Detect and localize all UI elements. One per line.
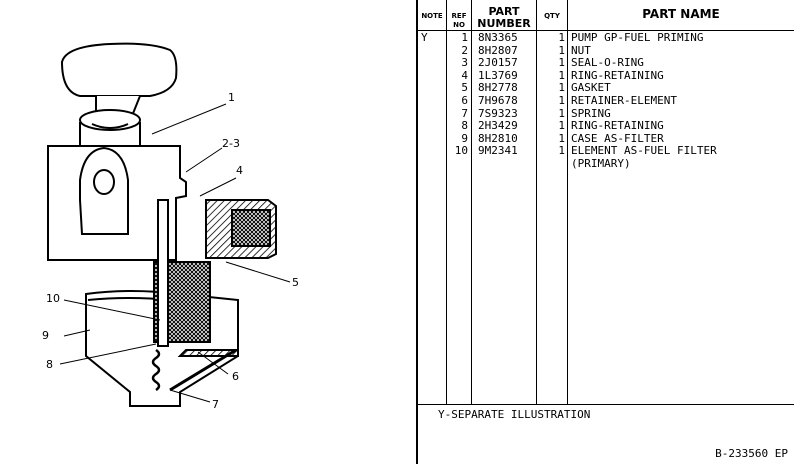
header-part-label: PART [488,5,520,18]
header-part-name-label: PART NAME [642,7,720,21]
callout-4: 4 [236,164,243,177]
part-number-cell: 8H2807 [478,43,518,57]
column-rule [536,0,537,405]
ref-no-cell: 6 [461,94,468,107]
ref-no-cell: 7 [461,106,468,120]
fuel-filter-drawing: 1 2-3 4 5 6 7 8 9 10 [42,42,299,411]
part-name-cell: GASKET [571,81,611,95]
qty-cell: 1 [558,131,565,145]
ref-no-cell: 9 [461,131,468,145]
header-rule [418,30,794,31]
callout-10: 10 [46,292,60,305]
table-row: 7 7S9323 1 SPRING [418,107,794,120]
part-name-cell: PUMP GP-FUEL PRIMING [571,31,704,44]
part-name-cell: (PRIMARY) [571,157,631,170]
table-row: 3 2J0157 1 SEAL-O-RING [418,56,794,69]
callout-5: 5 [292,276,299,289]
part-name-cell: SEAL-O-RING [571,56,644,70]
callout-7: 7 [212,398,219,411]
part-number-cell: 2H3429 [478,119,518,133]
ref-no-cell: 2 [461,43,468,57]
table-row: 4 1L3769 1 RING-RETAINING [418,69,794,82]
qty-cell: 1 [558,144,565,158]
callout-8: 8 [46,358,53,371]
footnote: Y-SEPARATE ILLUSTRATION [438,408,591,421]
exploded-illustration: 1 2-3 4 5 6 7 8 9 10 [42,42,299,411]
column-rule [471,0,472,405]
qty-cell: 1 [558,56,565,70]
ref-no-cell: 10 [454,144,468,158]
column-rule [567,0,568,405]
part-number-cell: 7H9678 [478,94,518,107]
header-note: NOTE [418,0,447,30]
ref-no-cell: 1 [461,31,468,44]
header-part-number: PART NUMBER [472,0,537,30]
table-row: 10 9M2341 1 ELEMENT AS-FUEL FILTER [418,144,794,157]
footer-rule [418,404,794,405]
ref-no-cell: 5 [461,81,468,95]
table-row: 5 8H2778 1 GASKET [418,81,794,94]
callout-6: 6 [232,370,239,383]
qty-cell: 1 [558,43,565,57]
table-row: (PRIMARY) [418,157,794,170]
part-number-cell: 8N3365 [478,31,518,44]
part-name-cell: CASE AS-FILTER [571,131,664,145]
part-number-cell: 8H2778 [478,81,518,95]
part-number-cell: 8H2810 [478,131,518,145]
part-name-cell: SPRING [571,106,611,120]
table-row: 9 8H2810 1 CASE AS-FILTER [418,132,794,145]
table-row: 2 8H2807 1 NUT [418,44,794,57]
drawing-number: B-233560 EP [715,447,788,460]
qty-cell: 1 [558,68,565,82]
callout-9: 9 [42,329,49,342]
qty-cell: 1 [558,119,565,133]
part-name-cell: ELEMENT AS-FUEL FILTER [571,144,717,158]
table-row: 8 2H3429 1 RING-RETAINING [418,119,794,132]
header-number-label: NUMBER [477,17,531,30]
ref-no-cell: 4 [461,68,468,82]
note-cell: Y [421,31,428,44]
qty-cell: 1 [558,94,565,107]
table-row: Y 1 8N3365 1 PUMP GP-FUEL PRIMING [418,31,794,44]
header-note-label: NOTE [421,12,443,20]
part-name-cell: RING-RETAINING [571,119,664,133]
part-number-cell: 7S9323 [478,106,518,120]
header-no-label: NO [453,21,465,29]
header-ref-no: REF NO [447,0,472,30]
ref-no-cell: 8 [461,119,468,133]
header-part-name: PART NAME [568,0,794,30]
header-qty-label: QTY [544,12,560,20]
ref-no-cell: 3 [461,56,468,70]
header-ref-label: REF [451,12,467,20]
header-qty: QTY [537,0,568,30]
callout-2-3: 2-3 [222,137,240,150]
column-rule [446,0,447,405]
qty-cell: 1 [558,81,565,95]
qty-cell: 1 [558,31,565,44]
part-name-cell: RETAINER-ELEMENT [571,94,677,107]
part-number-cell: 2J0157 [478,56,518,70]
part-number-cell: 9M2341 [478,144,518,158]
parts-list: NOTE REF NO PART NUMBER QTY PART NAME Y 1… [418,0,794,464]
part-number-cell: 1L3769 [478,68,518,82]
qty-cell: 1 [558,106,565,120]
part-name-cell: RING-RETAINING [571,68,664,82]
callout-1: 1 [228,91,235,104]
priming-knob [60,42,178,97]
vertical-divider [416,0,418,464]
part-name-cell: NUT [571,43,591,57]
table-row: 6 7H9678 1 RETAINER-ELEMENT [418,94,794,107]
